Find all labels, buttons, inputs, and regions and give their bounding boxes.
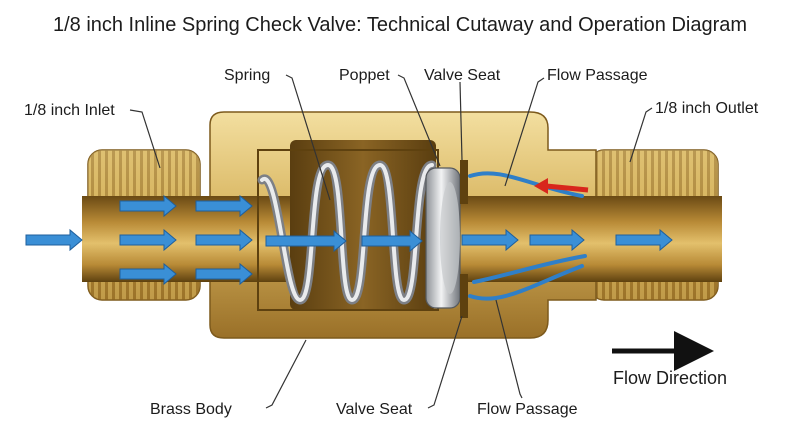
flow-arrow-icon [25, 228, 83, 252]
flow-arrow-icon [119, 228, 177, 252]
label-inlet: 1/8 inch Inlet [24, 102, 115, 119]
label-valve-seat-bottom: Valve Seat [336, 401, 413, 418]
flow-arrow-icon [265, 229, 347, 253]
flow-passages [468, 171, 587, 301]
flow-arrow-icon [529, 228, 585, 252]
backflow-arrow-icon [534, 178, 589, 194]
flow-arrow-icon [361, 229, 423, 253]
flow-arrow-icon [615, 228, 673, 252]
spring [257, 160, 437, 305]
diagram-title: 1/8 inch Inline Spring Check Valve: Tech… [52, 14, 748, 36]
label-poppet: Poppet [339, 67, 390, 84]
flow-arrow-icon [195, 228, 253, 252]
label-outlet: 1/8 inch Outlet [655, 100, 759, 117]
label-flow-passage-bottom: Flow Passage [477, 401, 578, 418]
flow-arrow-icon [195, 194, 253, 218]
label-brass-body: Brass Body [150, 401, 232, 418]
label-spring: Spring [224, 67, 271, 84]
flow-arrow-icon [195, 262, 253, 286]
label-flow-passage-top: Flow Passage [547, 67, 648, 84]
valve-seat [460, 160, 468, 318]
poppet [425, 167, 461, 309]
label-valve-seat-top: Valve Seat [424, 67, 501, 84]
flow-arrow-icon [119, 194, 177, 218]
leader-lines [129, 74, 653, 409]
flow-arrow-icon [461, 228, 519, 252]
flow-arrow-icon [119, 262, 177, 286]
label-flow-direction: Flow Direction [613, 368, 728, 388]
flow-arrows [25, 194, 673, 286]
